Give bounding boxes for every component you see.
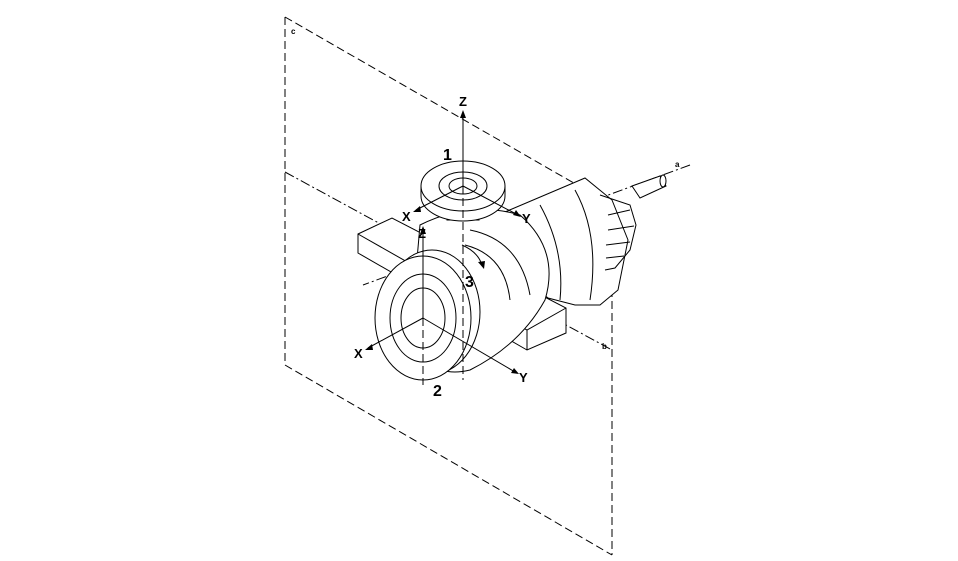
cooling-fins-icon — [599, 194, 637, 271]
label-2: 2 — [433, 383, 442, 400]
label-y-suction: Y — [519, 370, 528, 385]
label-z-casing: Z — [418, 226, 426, 241]
label-y-discharge: Y — [522, 211, 531, 226]
label-3: 3 — [465, 274, 474, 291]
label-x-discharge: X — [402, 209, 411, 224]
label-c: c — [291, 27, 296, 36]
label-x-suction: X — [354, 346, 363, 361]
label-b: b — [602, 342, 607, 351]
label-1: 1 — [443, 147, 452, 164]
label-a: a — [675, 160, 680, 169]
rotation-arrow-icon — [478, 261, 485, 269]
label-z-discharge: Z — [459, 94, 467, 109]
coordinate-axes — [365, 110, 521, 385]
shaft — [631, 174, 667, 199]
